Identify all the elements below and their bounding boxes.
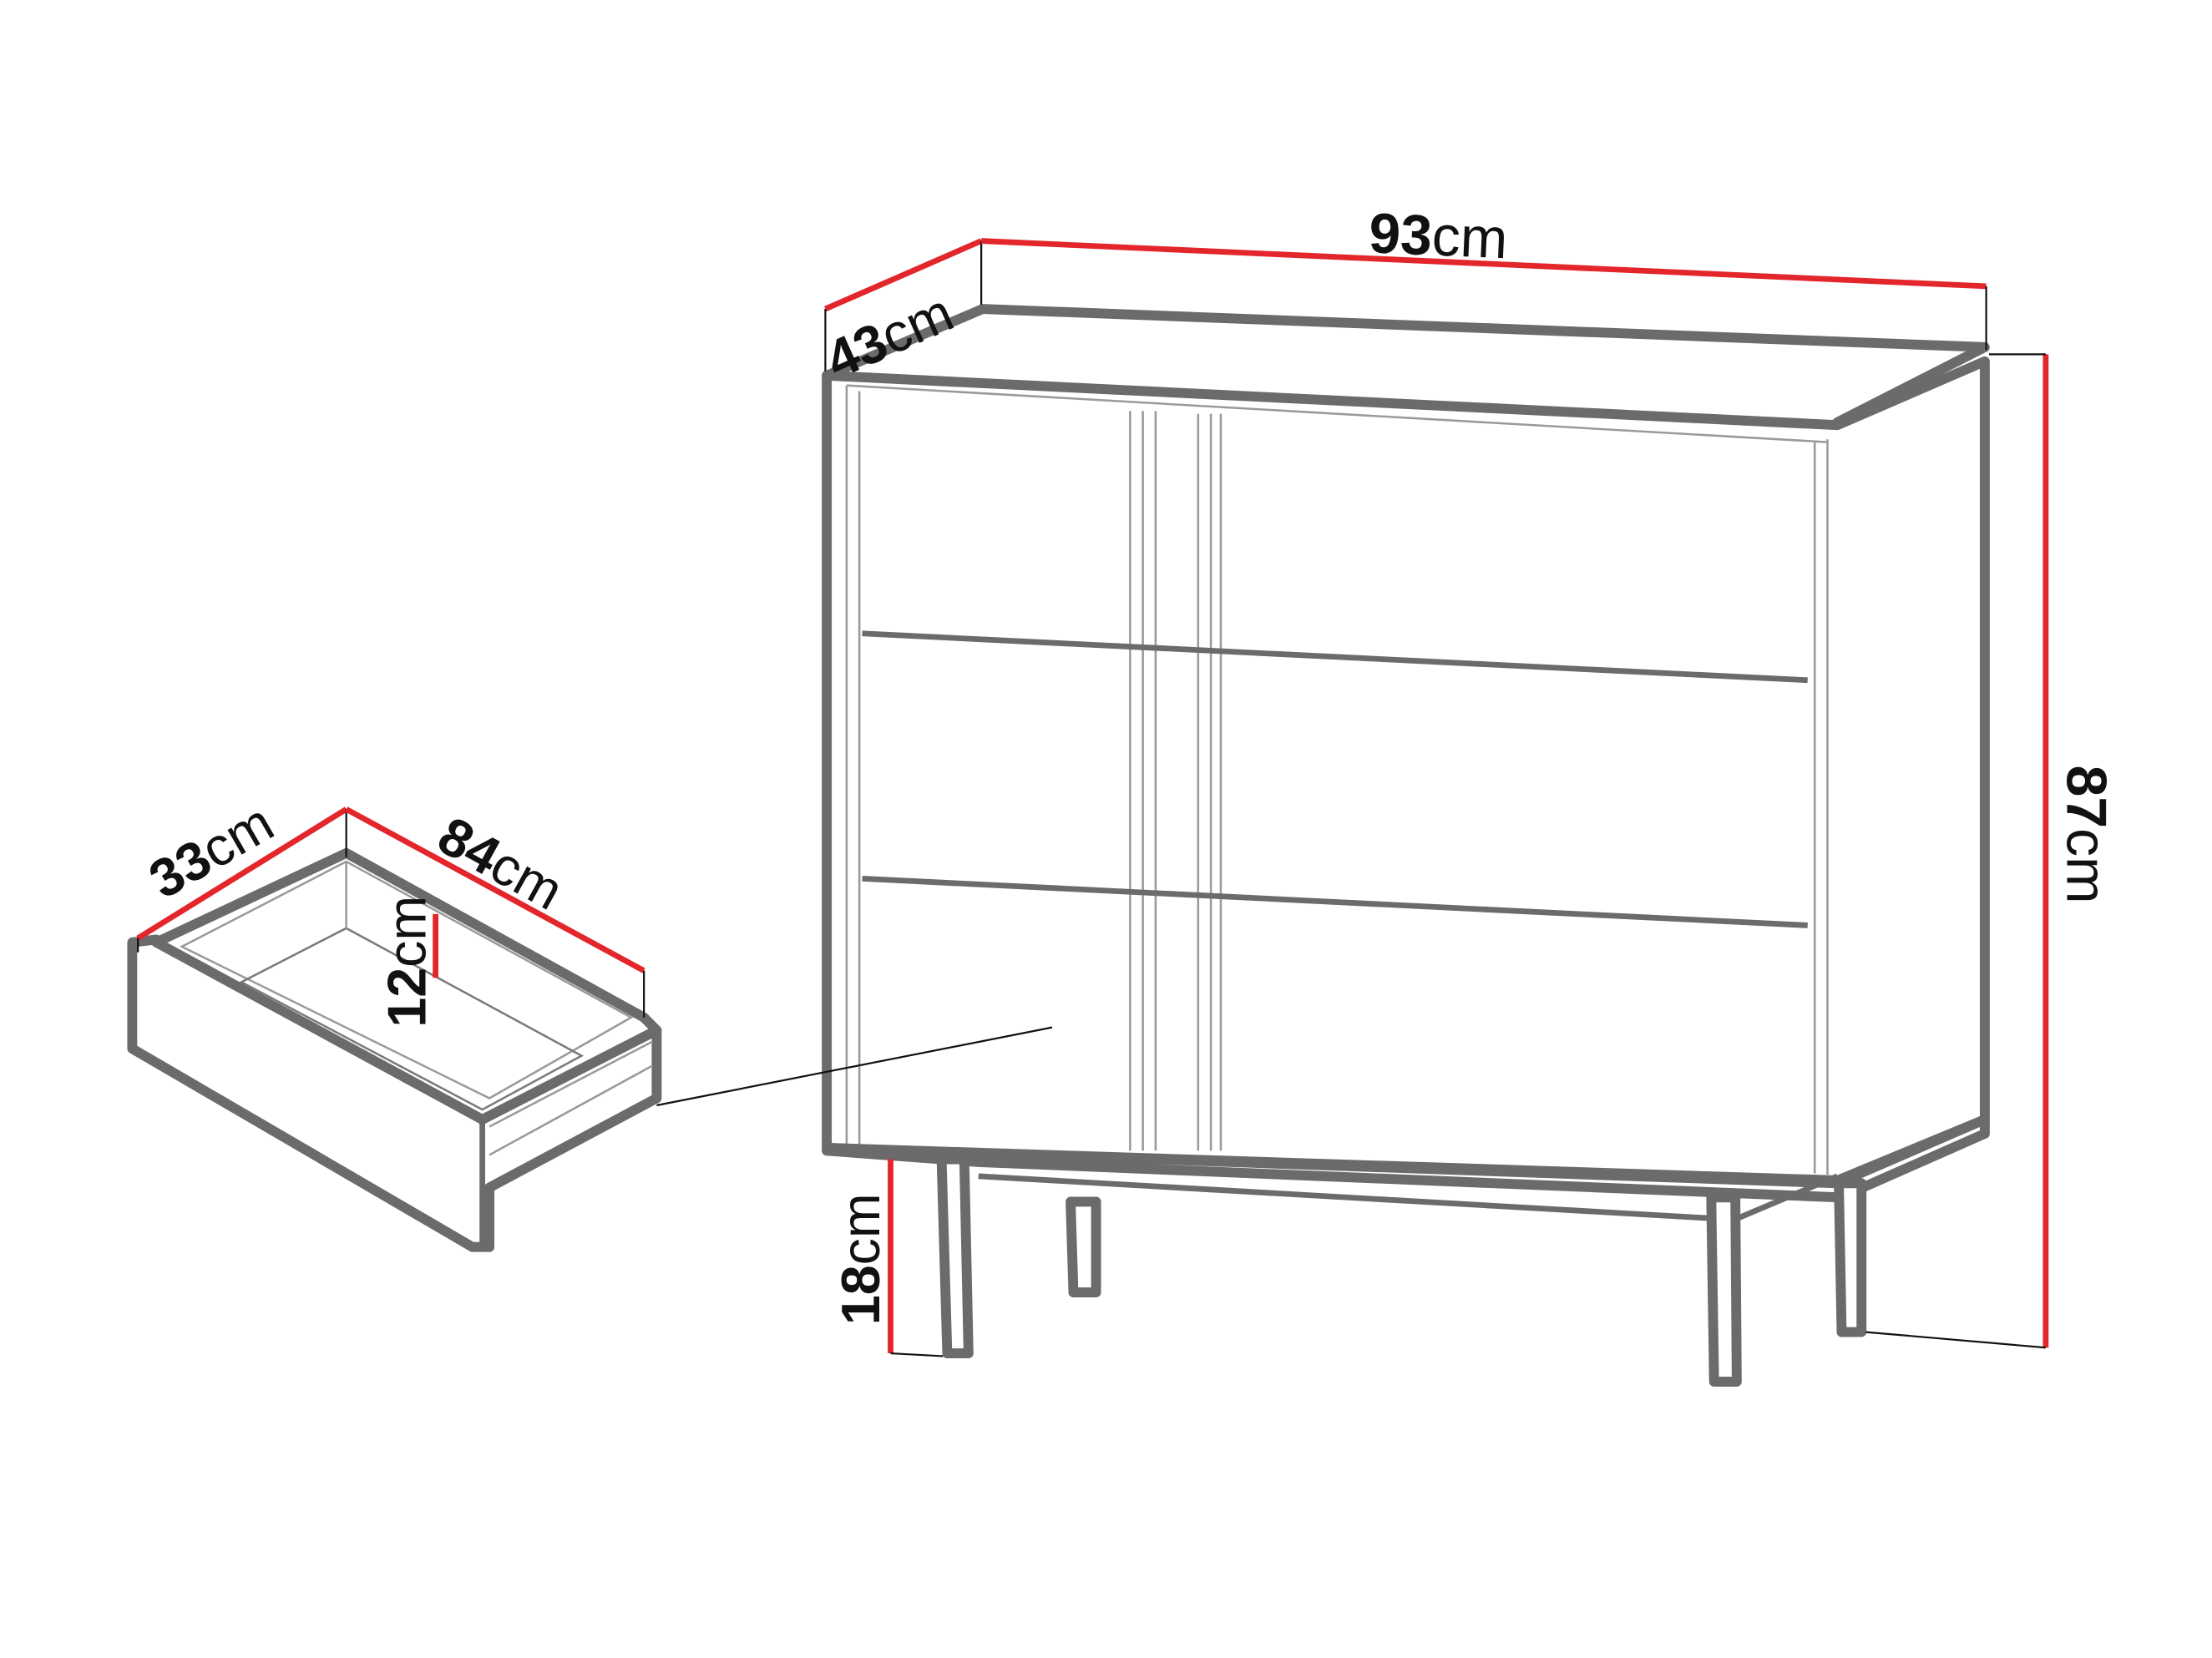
drawer-width-label: 84cm	[428, 805, 573, 921]
drawer-leader-line	[656, 1026, 1053, 1107]
leg-height-label: 18cm	[831, 1193, 891, 1325]
width-dimension-line	[980, 238, 1987, 290]
cabinet-base	[822, 1115, 1990, 1203]
drawer-detail	[127, 847, 662, 1252]
dimension-lines	[136, 238, 2049, 1357]
height-label: 87cm	[2054, 766, 2117, 904]
leg-back-right	[1834, 1178, 1867, 1337]
leg-back-left	[1066, 1196, 1101, 1298]
leg-front-left	[936, 1154, 974, 1358]
drawer-height-label: 12cm	[377, 896, 438, 1028]
drawer-depth-dimension-line	[136, 806, 348, 941]
drawer-split-2	[862, 876, 1808, 928]
drawer-width-dimension-line	[345, 806, 645, 973]
drawer-split-1	[862, 630, 1808, 684]
depth-dimension-line	[824, 238, 983, 312]
width-label: 93cm	[1368, 202, 1509, 270]
cabinet-body	[822, 356, 1990, 1185]
cabinet	[822, 304, 1990, 1387]
leg-front-right	[1706, 1192, 1742, 1387]
